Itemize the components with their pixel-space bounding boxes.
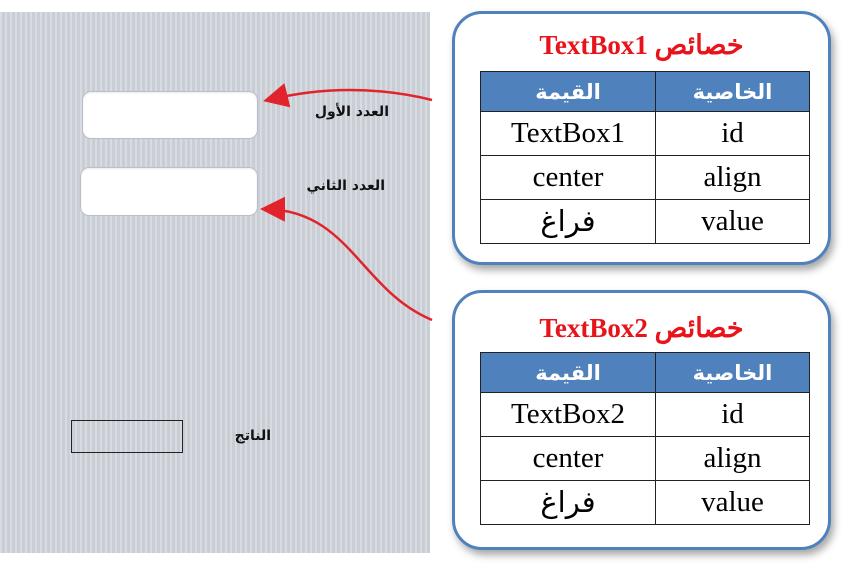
table-header-row: القيمة الخاصية bbox=[480, 352, 810, 393]
property-column-header: الخاصية bbox=[655, 352, 810, 393]
property-cell: value bbox=[655, 199, 810, 244]
result-label: الناتج bbox=[234, 428, 271, 444]
textbox2-properties-card: خصائص TextBox2 القيمة الخاصية TextBox2 i… bbox=[452, 290, 831, 550]
first-number-label: العدد الأول bbox=[314, 104, 389, 120]
table-row: فراغ value bbox=[480, 480, 810, 525]
properties-table: القيمة الخاصية TextBox1 id center align … bbox=[480, 71, 810, 244]
value-cell: فراغ bbox=[480, 480, 656, 525]
property-cell: align bbox=[655, 436, 810, 481]
value-cell: فراغ bbox=[480, 199, 656, 244]
second-number-textbox[interactable] bbox=[80, 167, 258, 216]
card-title: خصائص TextBox2 bbox=[539, 313, 744, 343]
value-cell: TextBox2 bbox=[480, 392, 656, 437]
table-header-row: القيمة الخاصية bbox=[480, 71, 810, 112]
first-number-textbox[interactable] bbox=[82, 91, 258, 139]
textbox1-properties-card: خصائص TextBox1 القيمة الخاصية TextBox1 i… bbox=[452, 11, 831, 265]
properties-table: القيمة الخاصية TextBox2 id center align … bbox=[480, 352, 810, 525]
second-number-label: العدد الثاني bbox=[306, 178, 385, 194]
table-row: center align bbox=[480, 155, 810, 200]
property-cell: align bbox=[655, 155, 810, 200]
table-row: فراغ value bbox=[480, 199, 810, 244]
result-box bbox=[71, 420, 183, 453]
property-cell: value bbox=[655, 480, 810, 525]
property-column-header: الخاصية bbox=[655, 71, 810, 112]
card-title: خصائص TextBox1 bbox=[539, 30, 744, 60]
table-row: TextBox1 id bbox=[480, 111, 810, 156]
value-column-header: القيمة bbox=[480, 352, 656, 393]
property-cell: id bbox=[655, 111, 810, 156]
value-cell: center bbox=[480, 436, 656, 481]
table-row: TextBox2 id bbox=[480, 392, 810, 437]
value-cell: center bbox=[480, 155, 656, 200]
value-cell: TextBox1 bbox=[480, 111, 656, 156]
value-column-header: القيمة bbox=[480, 71, 656, 112]
table-row: center align bbox=[480, 436, 810, 481]
property-cell: id bbox=[655, 392, 810, 437]
